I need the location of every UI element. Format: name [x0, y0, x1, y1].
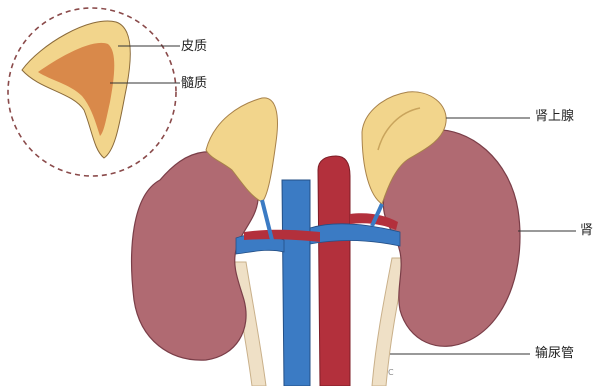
ureter-label: 输尿管	[535, 347, 574, 360]
kidney-label: 肾	[580, 224, 593, 237]
adrenal-gland-label: 肾上腺	[535, 110, 574, 123]
vena-cava	[282, 180, 310, 386]
medulla-label: 髓质	[181, 77, 207, 90]
cortex-label: 皮质	[181, 40, 207, 53]
aorta	[318, 156, 350, 386]
left-kidney	[132, 152, 259, 360]
copyright-mark: C	[388, 368, 394, 377]
